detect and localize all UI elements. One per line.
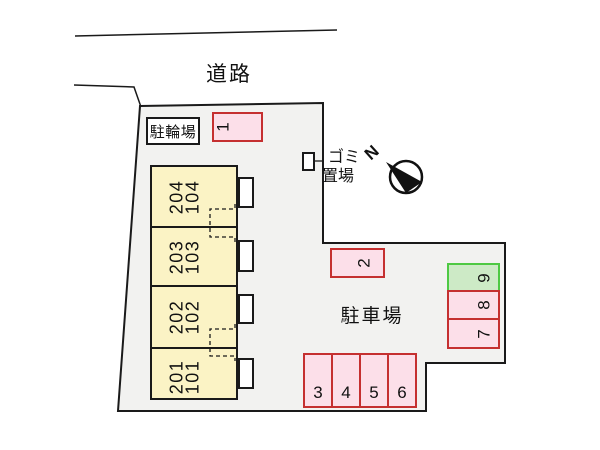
garbage-area-box — [302, 152, 315, 171]
parking-space-1: 1 — [212, 112, 263, 142]
unit-204-104: 204 104 — [152, 167, 236, 226]
unit-label: 203 103 — [165, 239, 202, 274]
road-edge-line — [74, 29, 338, 37]
entrance-porch — [238, 294, 254, 324]
space-number: 7 — [474, 328, 494, 339]
entrance-porch — [238, 177, 254, 208]
parking-space-3: 3 — [303, 353, 333, 408]
parking-space-9: 9 — [447, 263, 500, 292]
entrance-porch — [238, 358, 254, 389]
unit-201-101: 201 101 — [152, 347, 236, 404]
space-number: 9 — [474, 272, 494, 283]
space-number: 6 — [397, 383, 407, 402]
garbage-area-label: ゴミ 置場 — [322, 149, 361, 185]
space-number: 2 — [354, 258, 374, 268]
space-number: 8 — [474, 300, 494, 310]
unit-202-102: 202 102 — [152, 285, 236, 347]
apartment-building: 204 104 203 103 202 102 201 101 — [150, 165, 238, 400]
parking-space-8: 8 — [447, 290, 500, 320]
unit-label: 202 102 — [165, 299, 202, 335]
road-label: 道路 — [206, 63, 252, 86]
parking-space-4: 4 — [331, 353, 361, 408]
parking-space-5: 5 — [359, 353, 389, 408]
space-number: 3 — [313, 383, 323, 402]
space-number: 5 — [369, 383, 379, 402]
road-side-line — [73, 84, 142, 108]
unit-label: 204 104 — [165, 179, 202, 214]
space-number: 1 — [213, 122, 233, 132]
entrance-porch — [238, 240, 254, 272]
parking-space-2: 2 — [330, 248, 385, 278]
space-number: 4 — [341, 383, 351, 402]
unit-label: 201 101 — [165, 359, 202, 394]
unit-203-103: 203 103 — [152, 226, 236, 285]
bicycle-parking-label: 駐輪場 — [146, 117, 200, 145]
parking-space-7: 7 — [447, 318, 500, 349]
car-parking-label: 駐車場 — [340, 306, 404, 327]
parking-space-6: 6 — [387, 353, 417, 408]
